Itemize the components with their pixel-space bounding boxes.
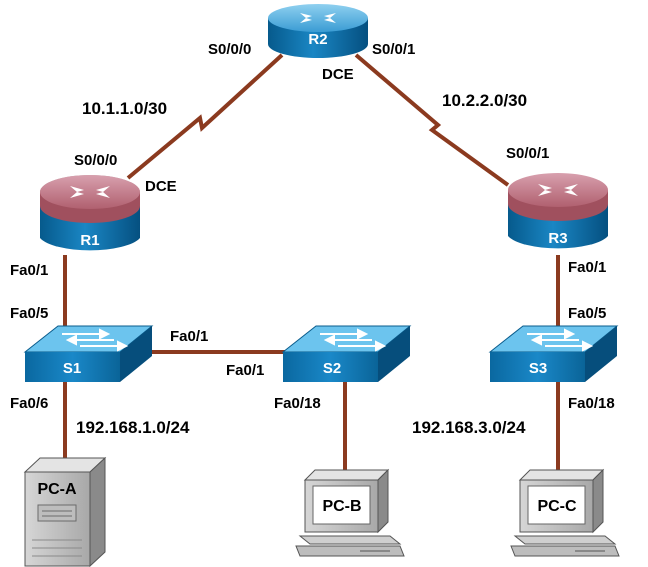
pc-b[interactable]: PC-B — [295, 468, 405, 557]
switch-s2[interactable]: S2 — [281, 325, 412, 382]
link-r1-r2 — [126, 53, 284, 180]
link-r2-r3 — [354, 53, 510, 187]
router-r1-name: R1 — [80, 232, 99, 249]
pc-c-name: PC-C — [537, 498, 577, 515]
r1-fa01-port-label: Fa0/1 — [10, 262, 48, 279]
switch-s3-name: S3 — [529, 360, 547, 377]
s2-fa01-port-label: Fa0/1 — [226, 362, 264, 379]
tower-pc-icon — [23, 456, 107, 567]
network-r2-r3-label: 10.2.2.0/30 — [442, 91, 527, 110]
pc-a[interactable]: PC-A — [23, 456, 107, 567]
network-lan3-label: 192.168.3.0/24 — [412, 418, 526, 437]
s2-fa018-port-label: Fa0/18 — [274, 395, 321, 412]
router-icon — [40, 175, 140, 251]
r1-s000-port-label: S0/0/0 — [74, 152, 117, 169]
switch-icon — [23, 325, 154, 382]
router-r2[interactable]: R2 — [268, 4, 368, 58]
r2-s000-port-label: S0/0/0 — [208, 41, 251, 58]
s3-fa05-port-label: Fa0/5 — [568, 305, 606, 322]
s1-fa05-port-label: Fa0/5 — [10, 305, 48, 322]
s3-fa018-port-label: Fa0/18 — [568, 395, 615, 412]
r2-dce-label: DCE — [322, 66, 354, 83]
r3-fa01-port-label: Fa0/1 — [568, 259, 606, 276]
desktop-pc-icon — [295, 468, 405, 557]
router-r1[interactable]: R1 — [40, 175, 140, 251]
router-r2-name: R2 — [308, 31, 327, 48]
switch-s2-name: S2 — [323, 360, 341, 377]
router-icon — [508, 173, 608, 249]
pc-b-name: PC-B — [322, 498, 361, 515]
switch-icon — [281, 325, 412, 382]
switch-icon — [488, 325, 619, 382]
desktop-pc-icon — [510, 468, 620, 557]
r1-dce-label: DCE — [145, 178, 177, 195]
router-icon — [268, 4, 368, 58]
router-r3-name: R3 — [548, 230, 567, 247]
switch-s3[interactable]: S3 — [488, 325, 619, 382]
s1-fa01-port-label: Fa0/1 — [170, 328, 208, 345]
router-r3[interactable]: R3 — [508, 173, 608, 249]
r2-s001-port-label: S0/0/1 — [372, 41, 415, 58]
s1-fa06-port-label: Fa0/6 — [10, 395, 48, 412]
pc-a-name: PC-A — [37, 481, 77, 498]
network-lan1-label: 192.168.1.0/24 — [76, 418, 190, 437]
switch-s1[interactable]: S1 — [23, 325, 154, 382]
network-r1-r2-label: 10.1.1.0/30 — [82, 99, 167, 118]
r3-s001-port-label: S0/0/1 — [506, 145, 549, 162]
switch-s1-name: S1 — [63, 360, 81, 377]
pc-c[interactable]: PC-C — [510, 468, 620, 557]
